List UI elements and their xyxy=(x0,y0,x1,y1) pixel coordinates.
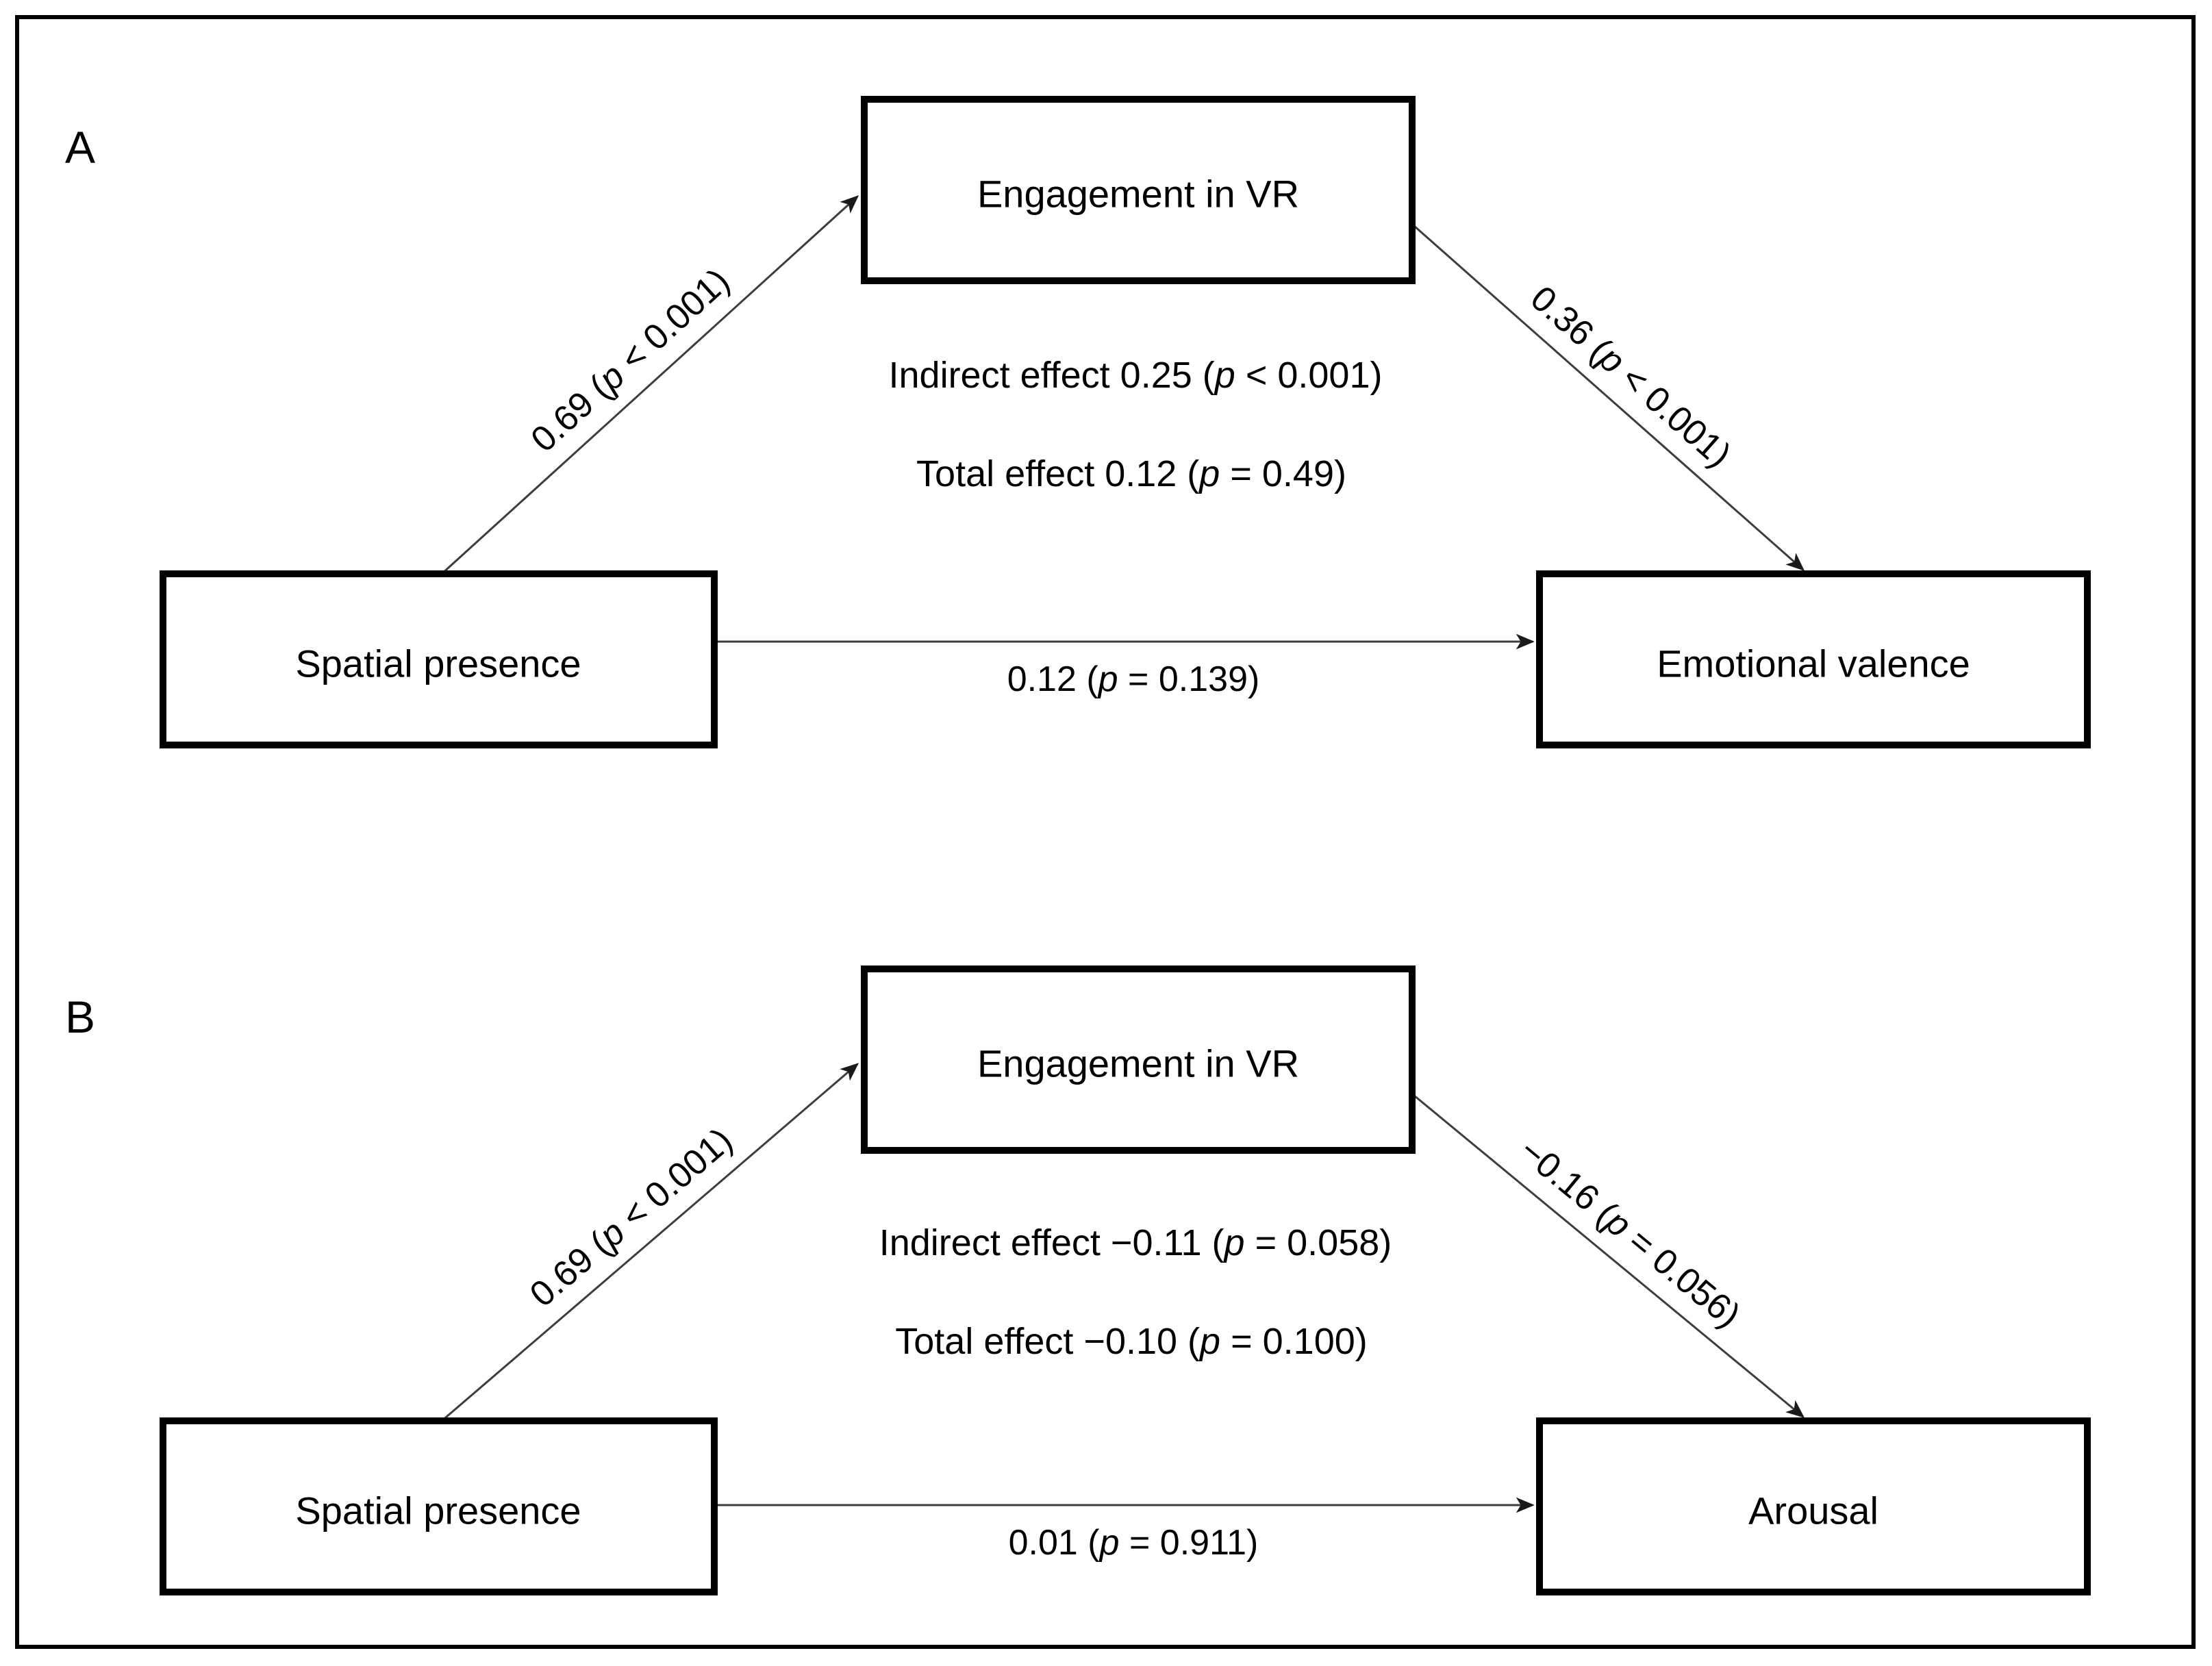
total-effect-text: Total effect −0.10 (p = 0.100) xyxy=(895,1321,1368,1362)
direct-path-coefficient: 0.12 (p = 0.139) xyxy=(1007,659,1260,699)
panel-b: B Engagement in VR Spatial presence Arou… xyxy=(65,965,2091,1595)
path-b-arrow xyxy=(1413,1094,1805,1418)
indirect-effect-text: Indirect effect −0.11 (p = 0.058) xyxy=(879,1222,1392,1263)
path-a-coefficient: 0.69 (p < 0.001) xyxy=(523,1120,740,1315)
predictor-label: Spatial presence xyxy=(295,1489,581,1532)
panel-a-letter: A xyxy=(65,122,95,173)
path-b-arrow xyxy=(1413,225,1805,571)
path-b-coefficient: −0.16 (p = 0.056) xyxy=(1512,1131,1748,1335)
direct-path-coefficient: 0.01 (p = 0.911) xyxy=(1009,1523,1259,1563)
path-a-coefficient: 0.69 (p < 0.001) xyxy=(524,261,738,460)
indirect-effect-text: Indirect effect 0.25 (p < 0.001) xyxy=(889,355,1383,396)
predictor-box xyxy=(160,570,718,748)
predictor-box xyxy=(160,1417,718,1595)
outcome-label: Arousal xyxy=(1748,1489,1878,1532)
outcome-box xyxy=(1536,570,2091,748)
path-a-arrow xyxy=(441,1063,859,1422)
panel-b-letter: B xyxy=(65,992,95,1042)
outcome-box xyxy=(1536,1417,2091,1595)
mediator-box xyxy=(861,965,1416,1154)
panel-a: A Engagement in VR Spatial presence Emot… xyxy=(65,96,2091,748)
path-a-arrow xyxy=(440,195,859,575)
path-b-coefficient: 0.36 (p < 0.001) xyxy=(1523,279,1739,475)
predictor-label: Spatial presence xyxy=(295,642,581,685)
figure-border xyxy=(15,15,2196,1649)
mediator-box xyxy=(861,96,1416,284)
mediator-label: Engagement in VR xyxy=(977,1042,1299,1085)
outcome-label: Emotional valence xyxy=(1657,642,1970,685)
mediator-label: Engagement in VR xyxy=(977,173,1299,216)
total-effect-text: Total effect 0.12 (p = 0.49) xyxy=(916,453,1346,494)
